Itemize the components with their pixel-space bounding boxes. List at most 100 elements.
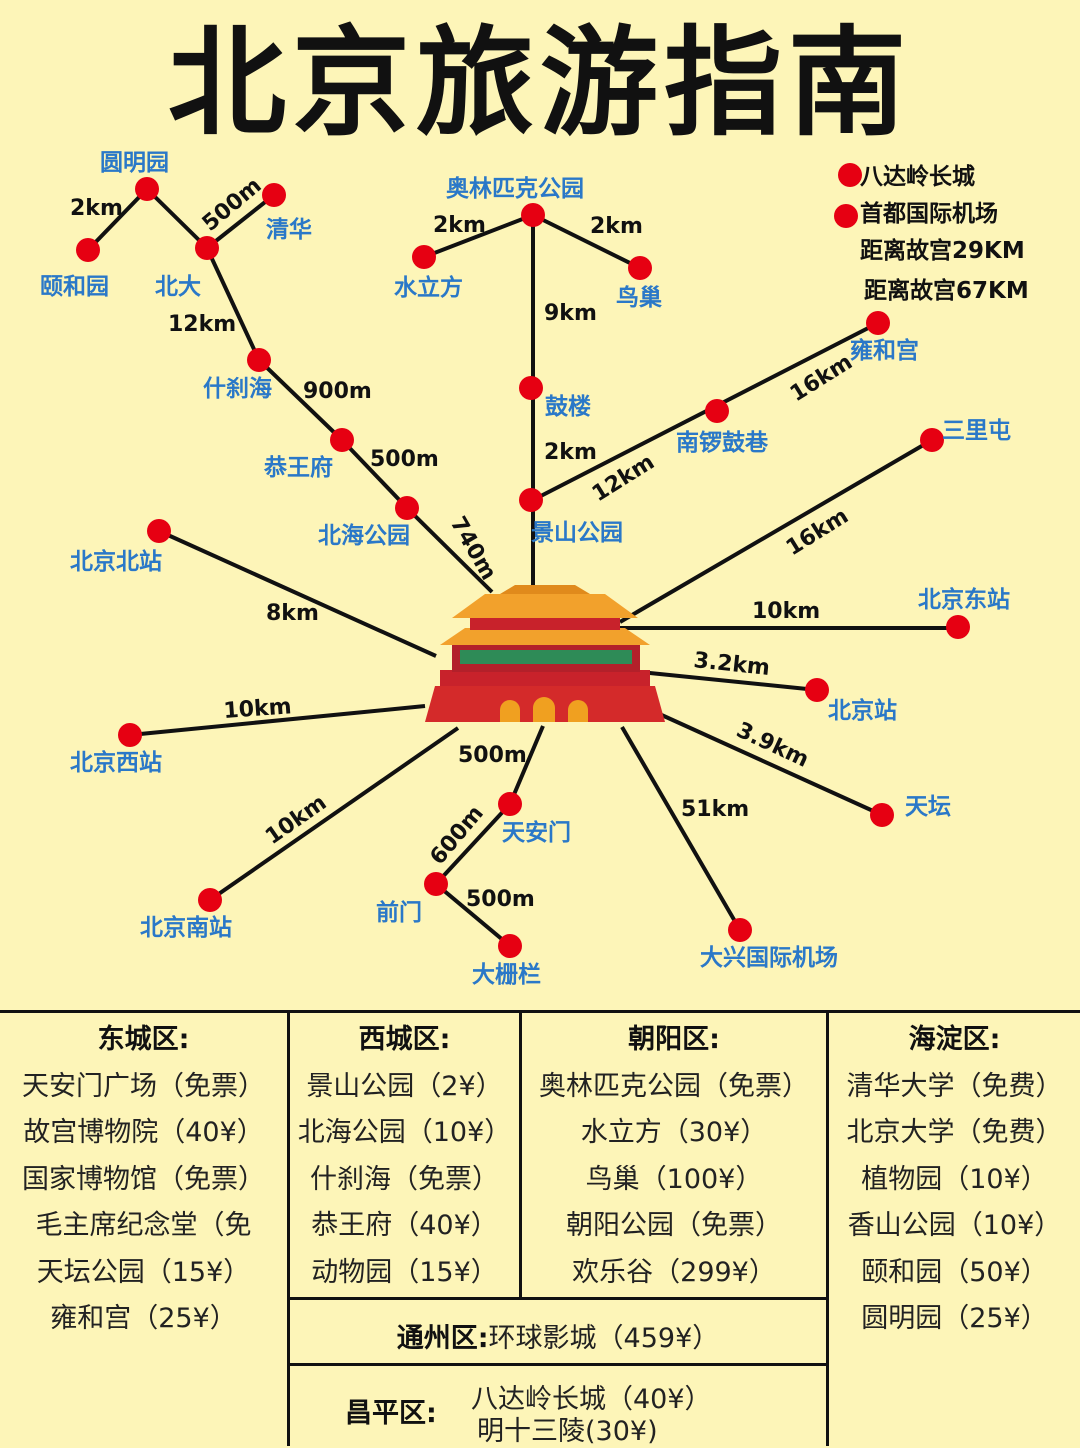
route-beizhan-center	[158, 529, 437, 658]
marker-daxing	[728, 918, 752, 942]
marker-dashilan	[498, 934, 522, 958]
ticket-item: 动物园（15¥）	[311, 1256, 498, 1288]
route-aolin-niaochao	[532, 213, 641, 270]
label-nanluoguxiang: 南锣鼓巷	[676, 429, 769, 456]
marker-sanlitun	[920, 428, 944, 452]
dist-center-sanlitun: 16km	[782, 504, 853, 561]
divider	[287, 1297, 829, 1300]
ticket-item: 奥林匹克公园（免票）	[539, 1070, 809, 1102]
route-beida-shicha	[205, 247, 261, 361]
route-center-tiantan	[654, 710, 883, 817]
label-beida: 北大	[155, 274, 201, 300]
divider	[519, 1013, 522, 1298]
label-dashilan: 大栅栏	[472, 962, 541, 988]
legend-shoudu-note: 距离故宫67KM	[864, 277, 1029, 304]
ticket-item: 欢乐谷（299¥）	[572, 1256, 776, 1288]
ticket-item: 环球影城（459¥）	[488, 1323, 720, 1354]
ticket-item: 圆明园（25¥）	[861, 1303, 1048, 1334]
ticket-item: 鸟巢（100¥）	[585, 1163, 763, 1195]
ticket-item: 景山公园（2¥）	[306, 1070, 503, 1102]
route-beihai-center	[405, 506, 494, 594]
label-sanlitun: 三里屯	[942, 418, 1011, 444]
forbidden-city-icon	[425, 585, 665, 722]
marker-beijingzhan	[805, 678, 829, 702]
marker-gongwangfu	[330, 428, 354, 452]
label-tiantan: 天坛	[905, 794, 951, 820]
route-beida-qinghua	[205, 193, 276, 250]
ticket-item: 水立方（30¥）	[580, 1117, 768, 1148]
marker-niaochao	[628, 256, 652, 280]
dist-jingshan-nanluo: 12km	[588, 450, 659, 507]
label-yonghegong: 雍和宫	[850, 337, 919, 364]
label-aolinpike: 奥林匹克公园	[446, 175, 584, 202]
dist-center-xizhan: 10km	[223, 694, 293, 724]
district-dongcheng: 东城区: 天安门广场（免票） 故宫博物院（40¥） 国家博物馆（免票） 毛主席纪…	[0, 1013, 287, 1343]
ticket-item: 故宫博物院（40¥）	[23, 1117, 264, 1148]
dist-center-beizhan: 8km	[266, 601, 319, 626]
ticket-item: 清华大学（免费）	[846, 1070, 1063, 1102]
dist-center-tiananmen: 500m	[458, 743, 527, 768]
marker-nanluoguxiang	[705, 399, 729, 423]
route-gongwang-beihai	[340, 438, 409, 510]
ticket-item: 颐和园（50¥）	[861, 1256, 1048, 1288]
marker-beida	[195, 236, 219, 260]
ticket-item: 香山公园（10¥）	[847, 1210, 1062, 1241]
label-jingshan: 景山公园	[531, 520, 623, 546]
dist-aolin-niaochao: 2km	[590, 214, 643, 239]
dist-qianmen-dashilan: 500m	[466, 887, 535, 912]
label-shichahai: 什刹海	[203, 375, 272, 402]
route-yihe-yuanming	[86, 187, 149, 252]
label-gongwangfu: 恭王府	[263, 454, 333, 481]
marker-yuanmingyuan	[135, 177, 159, 201]
marker-beijingnanzhan	[198, 888, 222, 912]
ticket-item: 雍和宫（25¥）	[50, 1303, 237, 1334]
legend-badaling-note: 距离故宫29KM	[860, 237, 1025, 264]
dist-shicha-gongwang: 900m	[303, 379, 372, 404]
ticket-item: 天安门广场（免票）	[22, 1070, 265, 1102]
district-xicheng: 西城区: 景山公园（2¥） 北海公园（10¥） 什刹海（免票） 恭王府（40¥）…	[290, 1013, 519, 1296]
route-qianmen-dashilan	[434, 882, 512, 948]
dist-aolin-gulou: 9km	[544, 301, 597, 326]
legend-shoudu-name: 首都国际机场	[860, 200, 998, 227]
district-head: 通州区:	[396, 1323, 489, 1354]
route-center-sanlitun	[618, 438, 934, 624]
divider	[826, 1013, 829, 1446]
route-nanzhan-center	[208, 726, 460, 902]
label-beijingnanzhan: 北京南站	[140, 914, 232, 941]
divider	[287, 1013, 290, 1446]
label-beijingzhan: 北京站	[828, 697, 897, 724]
label-daxing: 大兴国际机场	[700, 945, 838, 971]
marker-tiantan	[870, 803, 894, 827]
ticket-item: 什刹海（免票）	[310, 1163, 499, 1195]
marker-qianmen	[424, 872, 448, 896]
ticket-item: 天坛公园（15¥）	[36, 1256, 251, 1288]
legend-marker-shoudu	[834, 204, 858, 228]
label-yuanmingyuan: 圆明园	[100, 150, 169, 176]
ticket-item: 国家博物馆（免票）	[22, 1163, 265, 1195]
page-title: 北京旅游指南	[167, 14, 912, 152]
divider	[287, 1363, 829, 1366]
district-tongzhou: 通州区:环球影城（459¥）	[290, 1316, 826, 1355]
ticket-table: 东城区: 天安门广场（免票） 故宫博物院（40¥） 国家博物馆（免票） 毛主席纪…	[0, 1010, 1080, 1447]
marker-shuilifang	[412, 245, 436, 269]
district-haidian: 海淀区: 清华大学（免费） 北京大学（免费） 植物园（10¥） 香山公园（10¥…	[829, 1013, 1080, 1343]
label-qianmen: 前门	[376, 899, 422, 926]
route-yuanming-beida	[145, 187, 209, 250]
ticket-item: 植物园（10¥）	[861, 1163, 1048, 1195]
district-head: 昌平区:	[345, 1398, 437, 1429]
district-head: 东城区:	[97, 1024, 190, 1055]
marker-gulou	[519, 376, 543, 400]
route-tiananmen-qianmen	[434, 802, 512, 886]
label-qinghua: 清华	[266, 216, 312, 243]
district-changping: 昌平区: 八达岭长城（40¥） 明十三陵(30¥)	[345, 1377, 825, 1447]
legend-marker-badaling	[838, 163, 862, 187]
route-center-daxing	[620, 725, 742, 932]
marker-tiananmen	[498, 792, 522, 816]
route-shicha-gongwang	[257, 358, 344, 442]
route-shuili-aolin	[423, 213, 534, 259]
label-beijingbeizhan: 北京北站	[70, 548, 162, 575]
district-chaoyang: 朝阳区: 奥林匹克公园（免票） 水立方（30¥） 鸟巢（100¥） 朝阳公园（免…	[522, 1013, 826, 1296]
dist-yuanming-yihe: 2km	[70, 196, 123, 221]
markers	[76, 163, 970, 958]
route-center-tiananmen	[508, 725, 545, 805]
